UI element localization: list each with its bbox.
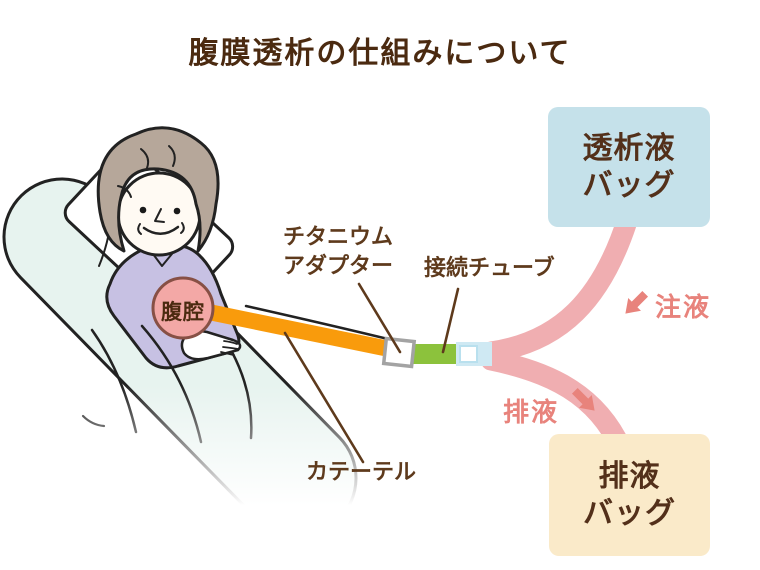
drainage-arrow-icon <box>571 387 595 411</box>
abdominal-cavity-label: 腹腔 <box>161 300 205 324</box>
catheter-tube <box>197 302 396 358</box>
page-title: 腹膜透析の仕組みについて <box>188 36 572 72</box>
mouth <box>142 225 180 235</box>
infusion-arrow-icon <box>625 290 649 314</box>
connection-tube-green <box>411 344 459 364</box>
connection-tube-leader-line <box>441 287 460 354</box>
tubing <box>151 207 639 459</box>
drainage-bag: 排液 バッグ <box>549 434 710 556</box>
dialysate-bag: 透析液 バッグ <box>548 107 710 227</box>
catheter-label: カテーテル <box>306 460 417 485</box>
eye-left <box>139 206 147 214</box>
drainage-bag-label-line2: バッグ <box>583 496 676 531</box>
titanium-adapter-label-line1: チタニウム <box>283 225 394 250</box>
tube-connector-clip <box>459 345 478 363</box>
connection-tube-label: 接続チューブ <box>424 256 555 281</box>
titanium-adapter-label-line2: アダプター <box>283 254 394 280</box>
catheter-leader-line <box>283 331 365 464</box>
dialysate-bag-label-line2: バッグ <box>582 168 676 203</box>
flow-arrows <box>571 290 649 411</box>
hair-curls <box>117 145 176 198</box>
drainage-bag-label-line1: 排液 <box>598 458 661 494</box>
abdominal-cavity-circle <box>151 276 215 340</box>
fade-overlay <box>0 385 360 570</box>
adapter-leader-line <box>357 282 402 354</box>
leader-lines <box>283 282 460 464</box>
patient-hair <box>96 126 220 253</box>
eye-right <box>173 207 181 215</box>
dialysate-bag-label-line1: 透析液 <box>582 130 676 166</box>
nose <box>154 208 165 223</box>
titanium-adapter-label: チタニウム アダプター <box>283 223 393 281</box>
infusion-tube <box>480 207 639 363</box>
mouth-wrinkles <box>137 222 185 235</box>
drainage-tube <box>480 349 632 459</box>
drainage-label: 排液 <box>503 398 560 428</box>
infusion-label: 注液 <box>655 293 712 323</box>
